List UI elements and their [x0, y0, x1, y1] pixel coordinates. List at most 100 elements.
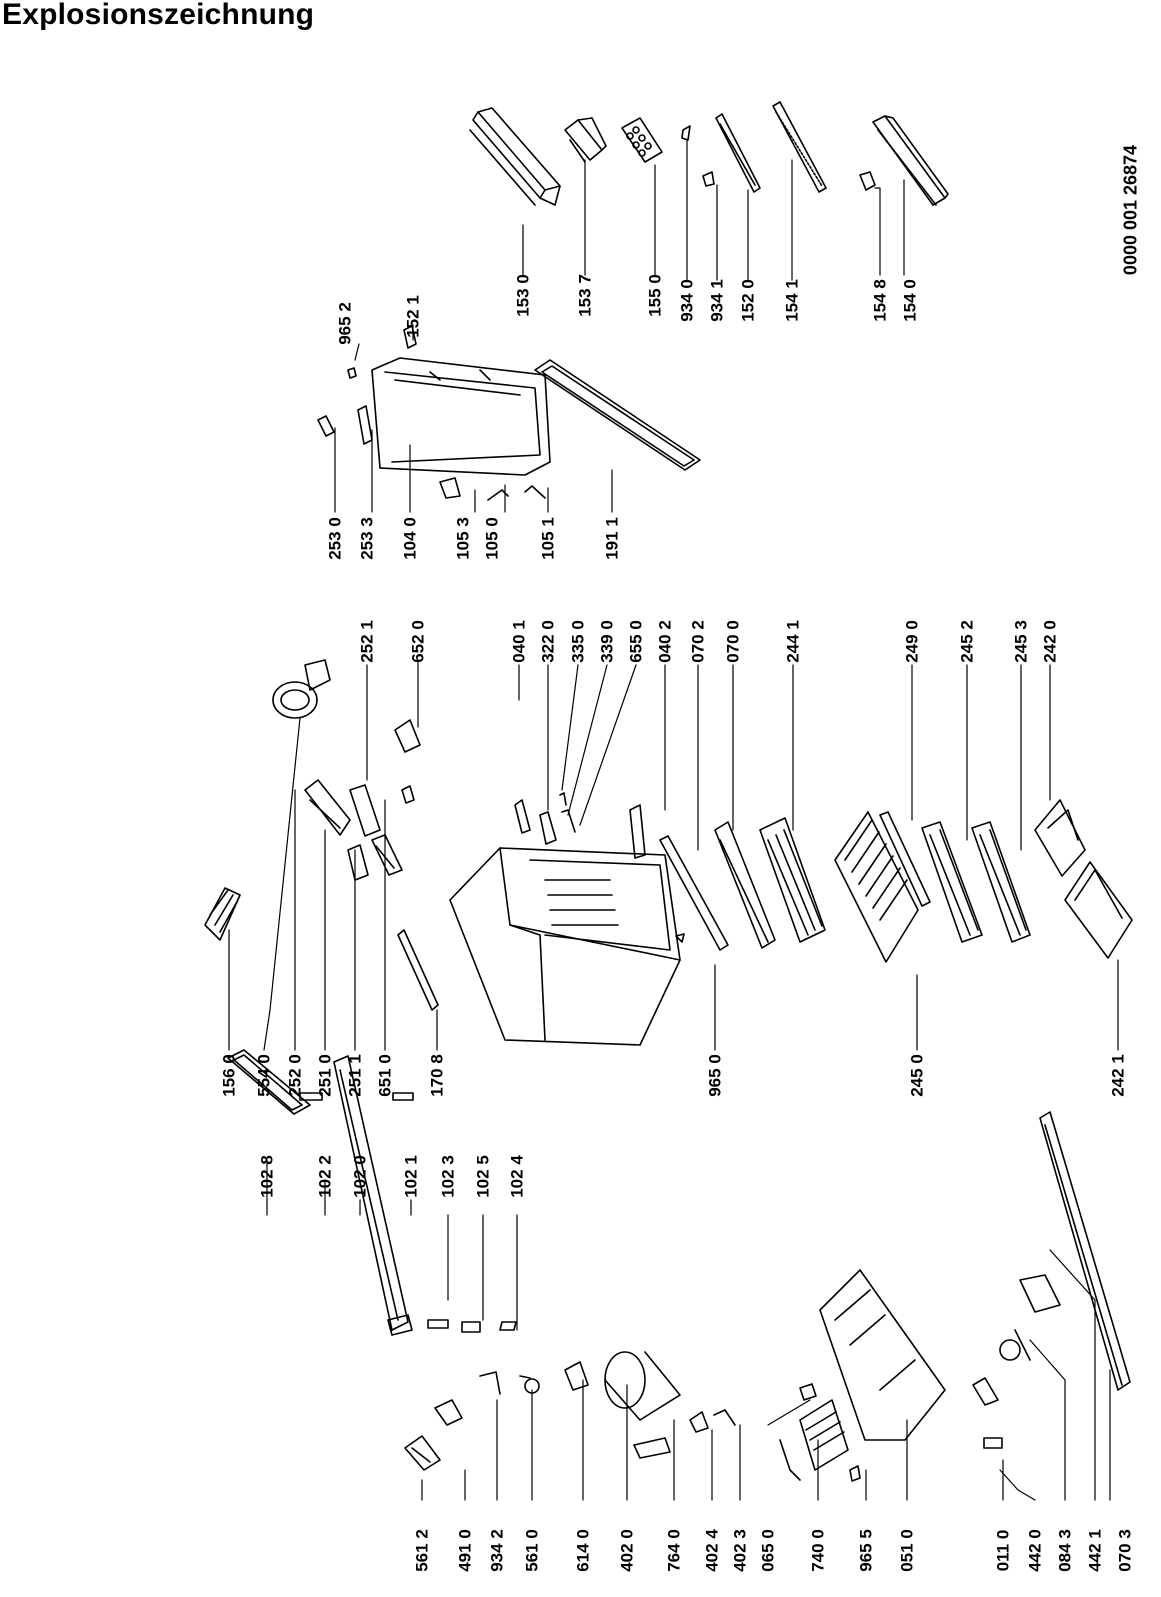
- part-label-2533: 253 3: [357, 517, 377, 560]
- lamp-6510: [401, 785, 415, 804]
- part-label-0650: 065 0: [758, 1529, 778, 1572]
- cabinet-body: [449, 847, 681, 1046]
- part-label-5610: 561 0: [522, 1529, 542, 1572]
- part-label-1050: 105 0: [482, 517, 502, 560]
- part-label-6510: 651 0: [375, 1054, 395, 1097]
- rail-0702: [659, 835, 729, 951]
- clip-9340: [681, 125, 691, 141]
- part-label-1548: 154 8: [870, 279, 890, 322]
- cover-2521: [349, 784, 381, 837]
- part-label-4020: 402 0: [617, 1529, 637, 1572]
- pin-3350: [559, 792, 567, 806]
- housing-2520: [304, 779, 351, 836]
- base-0510: [819, 1269, 946, 1441]
- door-1040: [371, 357, 551, 476]
- crisper-2420: [1034, 799, 1086, 877]
- egg-tray-1550: [621, 117, 663, 163]
- bracket-0402: [629, 804, 646, 859]
- part-label-3390: 339 0: [597, 620, 617, 663]
- part-label-2490: 249 0: [902, 620, 922, 663]
- part-4420: [972, 1377, 999, 1406]
- hinge-3220: [539, 811, 557, 845]
- clip-9341: [702, 171, 715, 187]
- part-label-1020: 102 0: [350, 1155, 370, 1198]
- part-label-9655: 965 5: [856, 1529, 876, 1572]
- bracket-4421: [1019, 1274, 1061, 1313]
- part-label-6520: 652 0: [408, 620, 428, 663]
- part-label-6140: 614 0: [573, 1529, 593, 1572]
- part-1050: [487, 489, 509, 501]
- cover-4910: [434, 1399, 463, 1426]
- part-label-1708: 170 8: [427, 1054, 447, 1097]
- part-label-1024: 102 4: [507, 1155, 527, 1198]
- part-0843: [999, 1329, 1031, 1361]
- foot-0110: [983, 1437, 1003, 1449]
- part-label-2510: 251 0: [315, 1054, 335, 1097]
- bracket-0401: [514, 799, 531, 834]
- door-gasket-1911: [534, 359, 701, 471]
- part-label-7400: 740 0: [808, 1529, 828, 1572]
- part-label-2421: 242 1: [1108, 1054, 1128, 1097]
- shelf-2450: [834, 811, 919, 963]
- strip-1708: [397, 929, 439, 1011]
- screw-9655: [849, 1465, 861, 1482]
- part-label-9340: 934 0: [677, 279, 697, 322]
- part-label-0401: 040 1: [509, 620, 529, 663]
- part-label-0702: 070 2: [688, 620, 708, 663]
- part-label-0510: 051 0: [897, 1529, 917, 1572]
- part-label-2452: 245 2: [957, 620, 977, 663]
- plinth-0703: [1039, 1111, 1131, 1391]
- shelf-0700: [714, 821, 776, 949]
- hinge-1521: [403, 325, 417, 349]
- part-label-1540: 154 0: [900, 279, 920, 322]
- part-label-9652: 965 2: [335, 302, 355, 345]
- part-label-0402: 040 2: [655, 620, 675, 663]
- part-1053: [439, 477, 461, 499]
- part-5610: [519, 1375, 540, 1394]
- crisper-2421: [1064, 861, 1133, 959]
- evaporator-1560: [204, 887, 241, 941]
- part-label-7640: 764 0: [664, 1529, 684, 1572]
- part-label-2521: 252 1: [357, 620, 377, 663]
- bar-1520: [715, 113, 761, 193]
- screw-9652: [347, 367, 357, 379]
- pin-1022: [299, 1092, 323, 1101]
- cover-2530: [317, 415, 335, 437]
- part-label-1025: 102 5: [473, 1155, 493, 1198]
- part-label-4910: 491 0: [455, 1529, 475, 1572]
- part-label-1520: 152 0: [738, 279, 758, 322]
- grommet-6140: [564, 1361, 589, 1391]
- pin-1021: [392, 1092, 414, 1101]
- thermostat-6520: [394, 719, 421, 753]
- part-label-0700: 070 0: [723, 620, 743, 663]
- part-label-1051: 105 1: [538, 517, 558, 560]
- part-label-1021: 102 1: [401, 1155, 421, 1198]
- part-label-4421: 442 1: [1085, 1529, 1105, 1572]
- freezer-door-1020: [333, 1055, 413, 1336]
- part-label-3350: 335 0: [568, 620, 588, 663]
- part-label-2511: 251 1: [345, 1054, 365, 1097]
- part-label-2520: 252 0: [285, 1054, 305, 1097]
- part-label-1053: 105 3: [453, 517, 473, 560]
- part-label-9341: 934 1: [707, 279, 727, 322]
- part-label-1541: 154 1: [782, 279, 802, 322]
- shelf-2453: [971, 821, 1031, 943]
- cover-2510: [347, 844, 369, 881]
- part-label-4023: 402 3: [730, 1529, 750, 1572]
- page-title: Explosionszeichnung: [2, 0, 315, 31]
- part-1025: [461, 1321, 481, 1333]
- part-label-1022: 102 2: [315, 1155, 335, 1198]
- rail-2490: [879, 811, 931, 907]
- shelf-2452: [921, 821, 983, 943]
- clip-9342: [479, 1371, 501, 1395]
- part-label-4024: 402 4: [702, 1529, 722, 1572]
- part-label-9342: 934 2: [487, 1529, 507, 1572]
- clamp-4023: [713, 1409, 736, 1426]
- part-label-1560: 156 0: [219, 1054, 239, 1097]
- shelf-2441: [759, 817, 826, 943]
- bracket-0650: [799, 1383, 817, 1401]
- part-label-1530: 153 0: [513, 274, 533, 317]
- part-label-0843: 084 3: [1055, 1529, 1075, 1572]
- door-shelf-1540: [872, 115, 949, 206]
